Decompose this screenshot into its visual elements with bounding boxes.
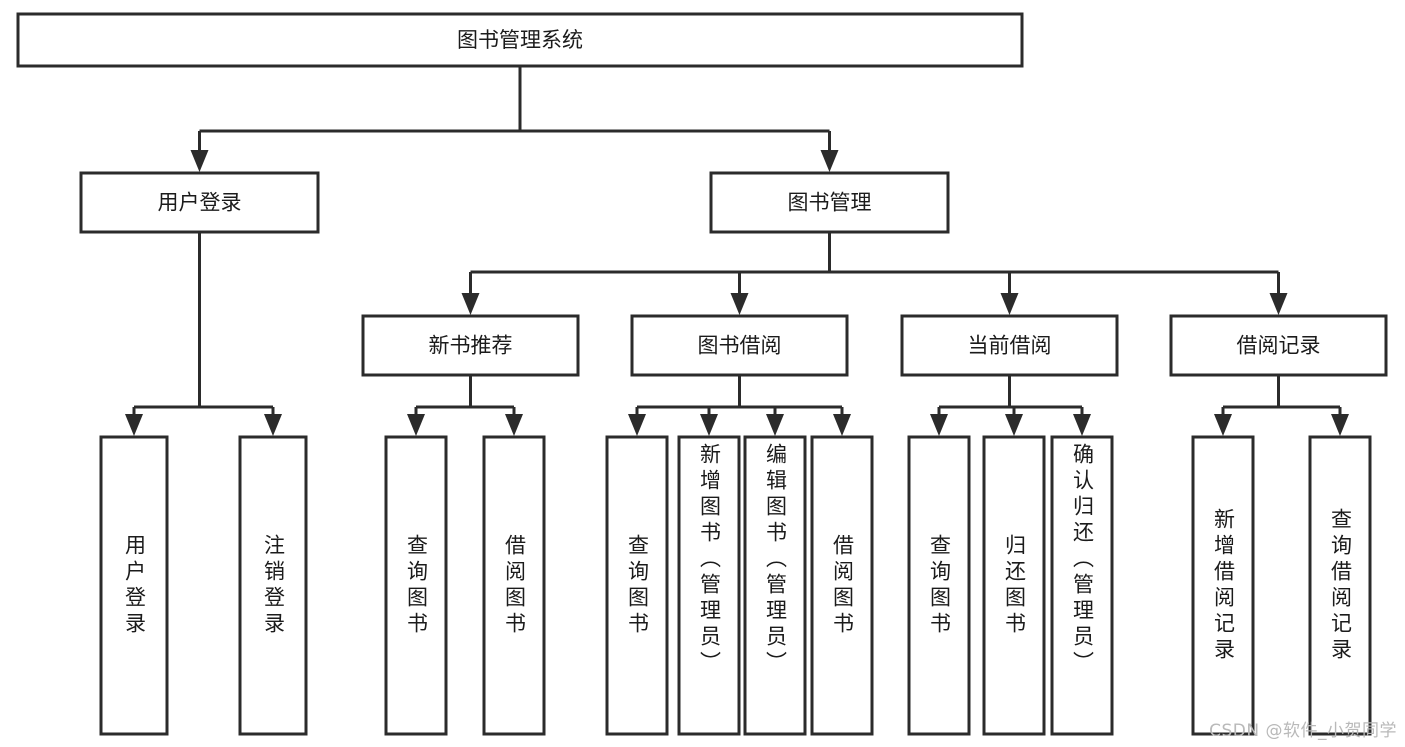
arrow-head-icon: [505, 414, 523, 436]
arrow-head-icon: [1269, 293, 1288, 315]
watermark-text: CSDN @软件_小贺同学: [1209, 721, 1397, 741]
node-box-leaf[interactable]: [743, 435, 807, 736]
node-label-level2: 图书管理: [788, 191, 872, 215]
arrow-head-icon: [730, 293, 749, 315]
node-label-level3: 图书借阅: [698, 334, 782, 358]
node-box-leaf[interactable]: [982, 435, 1046, 736]
arrow-head-icon: [1000, 293, 1019, 315]
node-box-level3[interactable]: [1169, 314, 1388, 377]
node-box-leaf[interactable]: [907, 435, 971, 736]
arrow-head-icon: [1005, 414, 1023, 436]
arrow-head-icon: [407, 414, 425, 436]
node-box-leaf[interactable]: [238, 435, 308, 736]
node-box-leaf[interactable]: [1308, 435, 1372, 736]
node-box-leaf[interactable]: [677, 435, 741, 736]
arrow-head-icon: [930, 414, 948, 436]
node-box-level2[interactable]: [79, 171, 320, 234]
node-box-leaf[interactable]: [605, 435, 669, 736]
arrow-head-icon: [833, 414, 851, 436]
node-box-leaf[interactable]: [482, 435, 546, 736]
arrow-head-icon: [766, 414, 784, 436]
node-box-leaf[interactable]: [810, 435, 874, 736]
node-box-level3[interactable]: [361, 314, 580, 377]
arrow-head-icon: [1073, 414, 1091, 436]
arrow-head-icon: [628, 414, 646, 436]
arrow-head-icon: [125, 414, 143, 436]
arrow-head-icon: [820, 150, 839, 172]
node-label-level3: 当前借阅: [968, 334, 1052, 358]
node-box-level3[interactable]: [630, 314, 849, 377]
node-label-root: 图书管理系统: [457, 28, 583, 52]
arrow-head-icon: [700, 414, 718, 436]
node-box-leaf[interactable]: [99, 435, 169, 736]
arrow-head-icon: [1331, 414, 1349, 436]
node-label-level3: 借阅记录: [1237, 334, 1321, 358]
arrow-head-icon: [264, 414, 282, 436]
node-label-level3: 新书推荐: [429, 334, 513, 358]
arrow-head-icon: [190, 150, 209, 172]
arrow-head-icon: [1214, 414, 1232, 436]
node-box-level3[interactable]: [900, 314, 1119, 377]
node-label-level2: 用户登录: [158, 191, 242, 215]
connector-layer: [125, 66, 1349, 436]
node-box-leaf[interactable]: [384, 435, 448, 736]
node-box-leaf[interactable]: [1191, 435, 1255, 736]
node-box-leaf[interactable]: [1050, 435, 1114, 736]
arrow-head-icon: [461, 293, 480, 315]
node-box-level2[interactable]: [709, 171, 950, 234]
node-box-layer: [16, 12, 1388, 736]
node-box-root[interactable]: [16, 12, 1024, 68]
